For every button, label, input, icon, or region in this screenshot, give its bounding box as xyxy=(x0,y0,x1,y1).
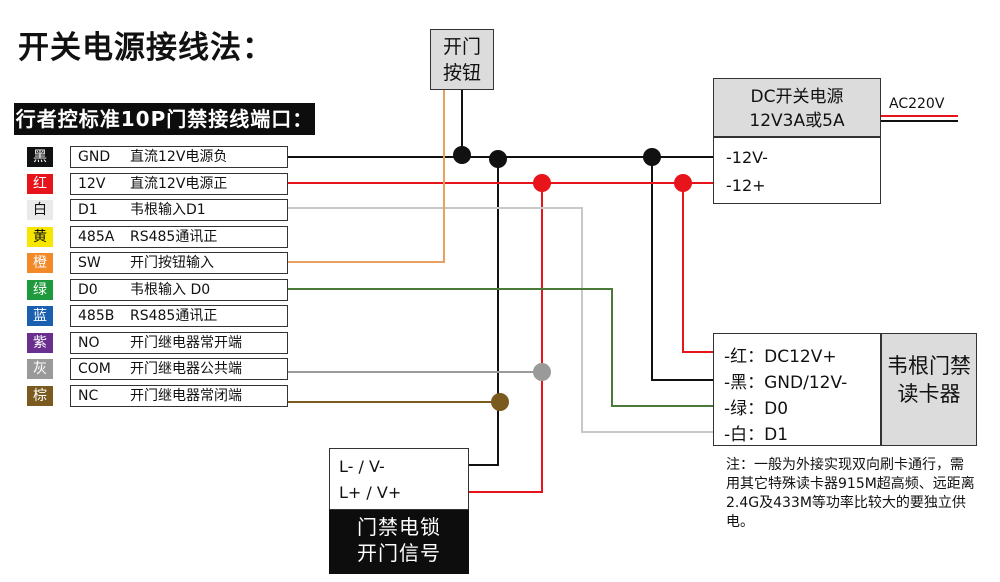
wire-reader-gnd xyxy=(651,157,713,381)
terminal-code: SW xyxy=(78,255,101,271)
junction-12v-lock xyxy=(533,174,551,192)
terminal-row-white: D1 韦根输入D1 xyxy=(70,199,288,221)
footnote: 注：一般为外接实现双向刷卡通行，需用其它特殊读卡器915M超高频、远距离2.4G… xyxy=(726,457,975,530)
junction-nc xyxy=(491,393,509,411)
junction-com xyxy=(533,363,551,381)
ac-input-label: AC220V xyxy=(889,96,945,112)
terminal-row-green: D0 韦根输入 D0 xyxy=(70,278,288,301)
terminal-swatch-blue: 蓝 xyxy=(27,306,53,326)
junction-gnd-button xyxy=(453,146,471,164)
terminal-row-red: 12V 直流12V电源正 xyxy=(70,172,288,195)
lock-name-box: 门禁电锁 开门信号 xyxy=(329,510,469,574)
terminal-desc: 开门继电器常闭端 xyxy=(130,387,242,404)
terminal-desc: 直流12V电源正 xyxy=(130,175,228,192)
terminal-row-brown: NC 开门继电器常闭端 xyxy=(70,384,288,407)
terminal-code: COM xyxy=(78,361,111,377)
terminal-code: 12V xyxy=(78,175,106,192)
reader-pin-black: -黑：GND/12V- xyxy=(724,373,848,393)
terminal-code: D0 xyxy=(78,281,98,298)
exit-button-box: 开门 按钮 xyxy=(430,29,494,90)
wire-lock-negative xyxy=(469,157,499,466)
exit-button-label-2: 按钮 xyxy=(442,62,481,84)
power-supply-terminals: -12V- -12+ xyxy=(713,137,881,204)
reader-name-box: 韦根门禁读卡器 xyxy=(881,333,977,446)
terminal-swatch-green: 绿 xyxy=(27,279,53,300)
psu-positive-terminal: -12+ xyxy=(726,176,766,195)
terminal-swatch-gray: 灰 xyxy=(27,359,53,379)
terminal-swatch-orange: 橙 xyxy=(27,253,53,273)
reader-terminal-box: -红：DC12V+ -黑：GND/12V- -绿：D0 -白：D1 xyxy=(713,333,881,446)
terminal-swatch-brown: 棕 xyxy=(27,385,53,406)
terminal-row-yellow: 485A RS485通讯正 xyxy=(70,225,288,248)
lock-name-1: 门禁电锁 xyxy=(357,515,441,539)
terminal-desc: 直流12V电源负 xyxy=(130,149,228,165)
lock-name-2: 开门信号 xyxy=(357,541,441,565)
power-supply-title: DC开关电源 xyxy=(750,87,844,107)
terminal-swatch-purple: 紫 xyxy=(27,332,53,353)
terminal-desc: 开门按钮输入 xyxy=(130,255,214,271)
wire-lock-positive xyxy=(469,183,543,493)
junction-gnd-lock xyxy=(489,150,507,168)
lock-terminal-box: L- / V- L+ / V+ xyxy=(329,448,469,510)
page-title: 开关电源接线法： xyxy=(18,30,274,66)
terminal-row-blue: 485B RS485通讯正 xyxy=(70,305,288,327)
power-supply-box: DC开关电源 12V3A或5A xyxy=(713,78,881,137)
lock-negative-terminal: L- / V- xyxy=(339,457,385,476)
wire-d1-white xyxy=(288,207,713,433)
lock-positive-terminal: L+ / V+ xyxy=(339,483,402,502)
terminal-swatch-black: 黑 xyxy=(27,147,53,167)
terminal-code: NO xyxy=(78,334,100,351)
wire-d0-green xyxy=(288,288,713,407)
reader-pin-white: -白：D1 xyxy=(724,425,789,445)
terminal-code: NC xyxy=(78,387,99,404)
terminal-row-purple: NO 开门继电器常开端 xyxy=(70,331,288,354)
wire-sw-orange xyxy=(288,90,445,263)
terminal-desc: 韦根输入 D0 xyxy=(130,281,211,298)
wire-reader-12v xyxy=(682,183,713,353)
psu-negative-terminal: -12V- xyxy=(726,148,768,167)
terminal-desc: 开门继电器常开端 xyxy=(130,334,242,351)
terminal-desc: RS485通讯正 xyxy=(130,228,218,245)
terminal-header: 行者控标准10P门禁接线端口： xyxy=(14,103,315,135)
terminal-row-orange: SW 开门按钮输入 xyxy=(70,252,288,274)
reader-pin-green: -绿：D0 xyxy=(724,399,789,419)
terminal-desc: RS485通讯正 xyxy=(130,308,218,324)
exit-button-label-1: 开门 xyxy=(442,36,481,58)
reader-name: 韦根门禁读卡器 xyxy=(887,354,971,406)
terminal-swatch-white: 白 xyxy=(27,200,53,220)
terminal-row-black: GND 直流12V电源负 xyxy=(70,146,288,168)
terminal-swatch-yellow: 黄 xyxy=(27,226,53,247)
terminal-row-gray: COM 开门继电器公共端 xyxy=(70,358,288,380)
reader-pin-red: -红：DC12V+ xyxy=(724,347,837,367)
terminal-code: GND xyxy=(78,149,111,165)
terminal-desc: 开门继电器公共端 xyxy=(130,361,242,377)
junction-gnd-reader xyxy=(643,148,661,166)
terminal-code: 485B xyxy=(78,308,115,324)
terminal-swatch-red: 红 xyxy=(27,173,53,194)
terminal-code: 485A xyxy=(78,228,115,245)
terminal-code: D1 xyxy=(78,202,98,218)
junction-12v-reader xyxy=(674,174,692,192)
terminal-desc: 韦根输入D1 xyxy=(130,202,206,218)
power-supply-rating: 12V3A或5A xyxy=(749,111,845,131)
